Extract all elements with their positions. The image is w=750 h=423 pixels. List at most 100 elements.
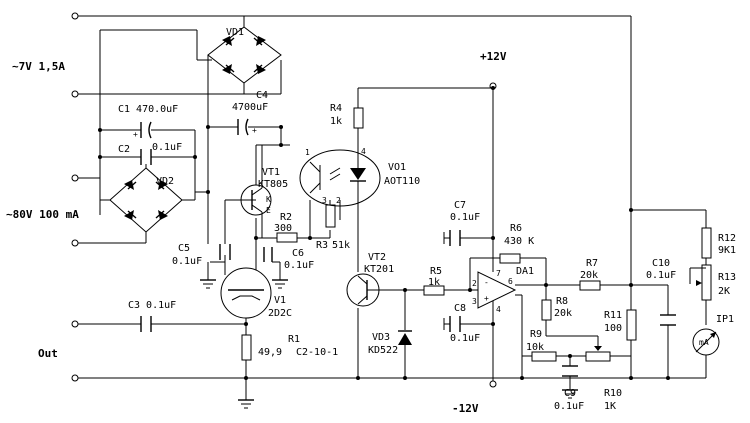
- label-r5-ref: R5: [430, 266, 442, 277]
- label-r4-val: 1k: [330, 116, 342, 127]
- label-c1: C1 470.0uF: [118, 104, 178, 115]
- resistor-r7: [579, 280, 601, 291]
- label-c10-ref: C10: [652, 258, 670, 269]
- input-terminals: [71, 12, 497, 388]
- label-r6-ref: R6: [510, 223, 522, 234]
- label-r7-ref: R7: [586, 258, 598, 269]
- ground-symbols: [200, 261, 578, 409]
- label-r4-ref: R4: [330, 103, 342, 114]
- transistor-vt1: K E: [240, 145, 272, 238]
- terminal-ac80-top[interactable]: [71, 174, 79, 182]
- label-c2-val: 0.1uF: [152, 142, 182, 153]
- label-vd3-type: KD522: [368, 345, 398, 356]
- svg-text:+: +: [252, 126, 257, 135]
- label-r9-val: 10k: [526, 342, 544, 353]
- capacitor-c10: [660, 314, 676, 326]
- label-r7-val: 20k: [580, 270, 598, 281]
- capacitor-c3: [140, 316, 152, 332]
- label-vo1-ref: VO1: [388, 162, 406, 173]
- vd2-bridge: [109, 167, 183, 233]
- label-vo1-type: AOT110: [384, 176, 420, 187]
- label-vt2-ref: VT2: [368, 252, 386, 263]
- junction-dots: [98, 86, 670, 380]
- terminal-out-ground[interactable]: [71, 374, 79, 382]
- da1-pin-6: 6: [508, 277, 513, 286]
- wiring: [78, 15, 707, 400]
- label-minus12: -12V: [452, 402, 479, 415]
- label-c6-val: 0.1uF: [284, 260, 314, 271]
- label-r12-ref: R12: [718, 233, 736, 244]
- optocoupler-vo1: 1 2 3 4: [299, 147, 381, 210]
- label-vd3-ref: VD3: [372, 332, 390, 343]
- label-vd1: VD1: [226, 27, 244, 38]
- resistor-r8: [541, 299, 552, 321]
- label-v1-type: 2D2C: [268, 308, 292, 319]
- tube-v1: [220, 262, 272, 319]
- resistor-r3: [325, 204, 336, 228]
- label-r13-ref: R13: [718, 272, 736, 283]
- diode-vd3: [398, 330, 412, 345]
- label-c8-val: 0.1uF: [450, 333, 480, 344]
- label-out: Out: [38, 347, 58, 360]
- resistor-r6: [499, 253, 521, 264]
- resistor-r10: [585, 351, 611, 362]
- label-c7-val: 0.1uF: [450, 212, 480, 223]
- transistor-vt2: [346, 273, 380, 307]
- capacitor-c4: +: [237, 118, 257, 136]
- terminal-minus12[interactable]: [489, 380, 497, 388]
- label-r11-val: 100: [604, 323, 622, 334]
- label-c7-ref: C7: [454, 200, 466, 211]
- label-da1: DA1: [516, 266, 534, 277]
- label-ac-high: ~80V 100 mA: [6, 208, 79, 221]
- resistor-r11: [626, 309, 637, 341]
- vd1-bridge: [207, 26, 282, 84]
- label-r1-val: 49,9: [258, 347, 282, 358]
- label-vt2-type: KT201: [364, 264, 394, 275]
- label-r8-ref: R8: [556, 296, 568, 307]
- resistor-r5: [423, 285, 445, 296]
- opamp-da1: - + 2 3 6 7 4: [472, 269, 517, 314]
- capacitor-c8: [443, 316, 461, 332]
- capacitor-c6: [263, 247, 273, 262]
- da1-pin-2: 2: [472, 279, 477, 288]
- label-c9-ref: C9: [564, 388, 576, 399]
- label-r1-ref: R1: [288, 334, 300, 345]
- label-c8-ref: C8: [454, 303, 466, 314]
- vt1-pin-k: K: [266, 195, 271, 204]
- label-c5-ref: C5: [178, 243, 190, 254]
- da1-pin-4: 4: [496, 305, 501, 314]
- capacitor-c5: [219, 244, 231, 260]
- resistor-r4: [353, 107, 364, 129]
- r13-wiper-arrow: [696, 280, 702, 286]
- label-r9-ref: R9: [530, 329, 542, 340]
- vo1-pin-2: 2: [336, 196, 341, 205]
- resistor-r13: [701, 264, 712, 301]
- label-c9-val: 0.1uF: [554, 401, 584, 412]
- label-r13-val: 2K: [718, 286, 730, 297]
- label-r2-val: 300: [274, 223, 292, 234]
- label-r3: R3: [316, 240, 328, 251]
- label-v1-ref: V1: [274, 295, 286, 306]
- label-ac-low: ~7V 1,5A: [12, 60, 65, 73]
- label-c10-val: 0.1uF: [646, 270, 676, 281]
- label-r6-val: 430 K: [504, 236, 534, 247]
- label-vt1-ref: VT1: [262, 167, 280, 178]
- label-r10-val: 1K: [604, 401, 616, 412]
- label-r3-val: 51k: [332, 240, 350, 251]
- meter-ip1: [692, 328, 720, 356]
- label-plus12: +12V: [480, 50, 507, 63]
- label-r11-ref: R11: [604, 310, 622, 321]
- capacitor-c7: [443, 230, 461, 246]
- terminal-ac80-bottom[interactable]: [71, 239, 79, 247]
- vo1-pin-1: 1: [305, 148, 310, 157]
- resistor-r9: [531, 351, 557, 362]
- capacitor-c2: [140, 149, 152, 165]
- terminal-ac7-top[interactable]: [71, 12, 79, 20]
- capacitor-c1: +: [133, 121, 152, 139]
- terminal-out-signal[interactable]: [71, 320, 79, 328]
- label-c6-ref: C6: [292, 248, 304, 259]
- label-vt1-type: KT805: [258, 179, 288, 190]
- da1-minus: -: [484, 278, 489, 287]
- terminal-ac7-bottom[interactable]: [71, 90, 79, 98]
